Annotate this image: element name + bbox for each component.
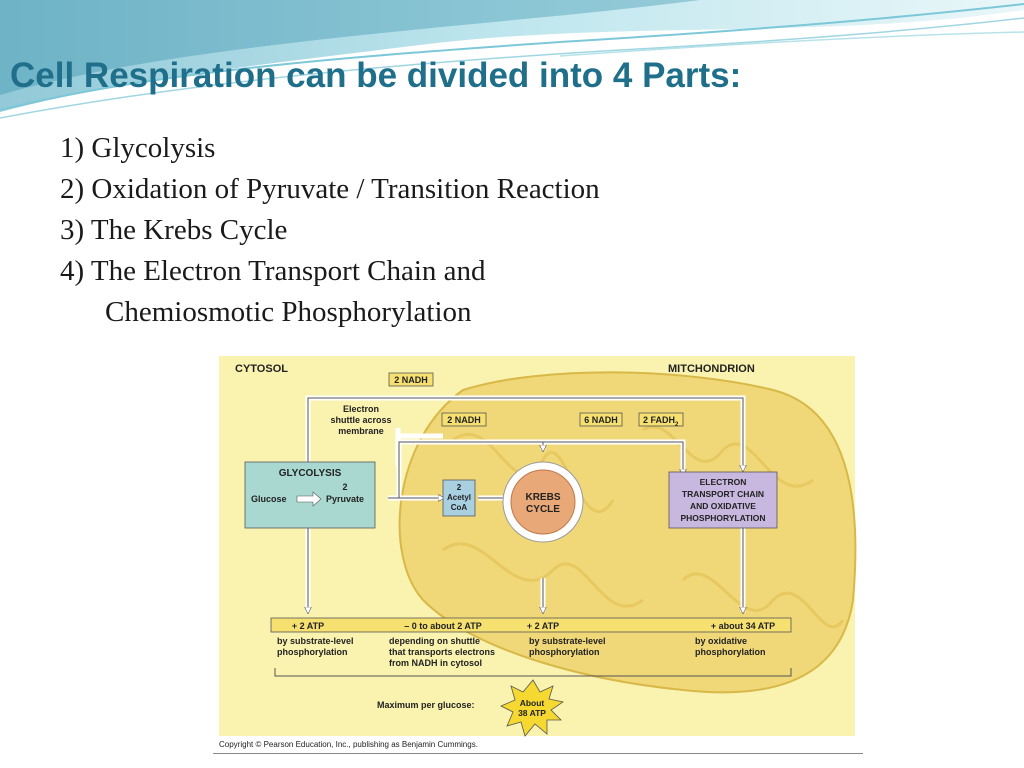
flow-arrow-outlines xyxy=(308,397,743,612)
acetyl-label: Acetyl xyxy=(447,493,471,502)
atp-yield-1: + 2 ATP xyxy=(292,621,324,631)
nadh-six-box xyxy=(579,412,623,427)
etc-label-line4: PHOSPHORYLATION xyxy=(680,513,765,523)
header-wave-decoration xyxy=(0,0,1024,119)
list-item: 2) Oxidation of Pyruvate / Transition Re… xyxy=(60,173,600,205)
fadh-subscript: 2 xyxy=(675,422,679,428)
nadh-top-label: 2 NADH xyxy=(394,375,428,385)
divider-line xyxy=(213,753,863,754)
glycolysis-title: GLYCOLYSIS xyxy=(279,468,342,479)
fadh-label: 2 FADH2 xyxy=(643,415,679,428)
summary-bracket xyxy=(274,668,792,677)
shuttle-label-line1: Electron xyxy=(343,404,379,414)
list-item: 1) Glycolysis xyxy=(60,132,216,164)
coa-label: CoA xyxy=(451,503,468,512)
acetyl-count: 2 xyxy=(457,483,462,492)
nadh-mid-box xyxy=(441,412,487,427)
acetyl-coa-box xyxy=(442,479,476,517)
pyruvate-label: Pyruvate xyxy=(326,494,364,504)
atp-yield-4: + about 34 ATP xyxy=(711,621,775,631)
etc-label-line2: TRANSPORT CHAIN xyxy=(682,489,764,499)
list-item: Chemiosmotic Phosphorylation xyxy=(105,296,472,328)
fadh-text: 2 FADH xyxy=(643,415,675,425)
atp-yield-band xyxy=(270,617,792,633)
atp-yield-2: – 0 to about 2 ATP xyxy=(404,621,482,631)
nadh-mid-label: 2 NADH xyxy=(447,415,481,425)
atp-yield-3: + 2 ATP xyxy=(527,621,559,631)
burst-label-line2: 38 ATP xyxy=(518,708,546,718)
list-item: 3) The Krebs Cycle xyxy=(60,214,288,246)
pyruvate-count: 2 xyxy=(342,482,347,492)
etc-label-line3: AND OXIDATIVE xyxy=(690,501,756,511)
glucose-label: Glucose xyxy=(251,494,287,504)
desc-2-line1: depending on shuttle xyxy=(389,636,480,646)
mitochondrion-label: MITCHONDRION xyxy=(668,363,755,375)
copyright-notice: Copyright © Pearson Education, Inc., pub… xyxy=(219,740,478,749)
cytosol-label: CYTOSOL xyxy=(235,363,288,375)
fadh-box xyxy=(638,412,684,427)
glycolysis-box xyxy=(244,461,376,529)
desc-4-line1: by oxidative xyxy=(695,636,747,646)
krebs-label-line2: CYCLE xyxy=(526,504,560,515)
desc-1-line2: phosphorylation xyxy=(277,647,348,657)
shuttle-label-line3: membrane xyxy=(338,426,384,436)
list-item: 4) The Electron Transport Chain and xyxy=(60,255,486,287)
burst-label-line1: About xyxy=(520,698,545,708)
nadh-six-label: 6 NADH xyxy=(584,415,618,425)
shuttle-label-line2: shuttle across xyxy=(330,415,391,425)
glucose-arrow-icon xyxy=(296,491,322,507)
desc-1-line1: by substrate-level xyxy=(277,636,354,646)
etc-box xyxy=(668,471,778,529)
max-per-glucose-label: Maximum per glucose: xyxy=(377,700,475,710)
etc-label-line1: ELECTRON xyxy=(700,477,747,487)
nadh-top-box xyxy=(388,372,434,387)
slide-title: Cell Respiration can be divided into 4 P… xyxy=(10,56,742,95)
desc-3-line1: by substrate-level xyxy=(529,636,606,646)
desc-4-line2: phosphorylation xyxy=(695,647,766,657)
desc-2-line2: that transports electrons xyxy=(389,647,495,657)
respiration-diagram: CYTOSOL MITCHONDRION 2 NADH Electron shu… xyxy=(219,356,857,737)
desc-3-line2: phosphorylation xyxy=(529,647,600,657)
krebs-cycle-circle xyxy=(510,469,576,535)
krebs-label-line1: KREBS xyxy=(525,492,560,503)
desc-2-line3: from NADH in cytosol xyxy=(389,658,482,668)
atp-starburst-icon xyxy=(500,679,565,737)
parts-list: 1) Glycolysis 2) Oxidation of Pyruvate /… xyxy=(60,128,600,333)
